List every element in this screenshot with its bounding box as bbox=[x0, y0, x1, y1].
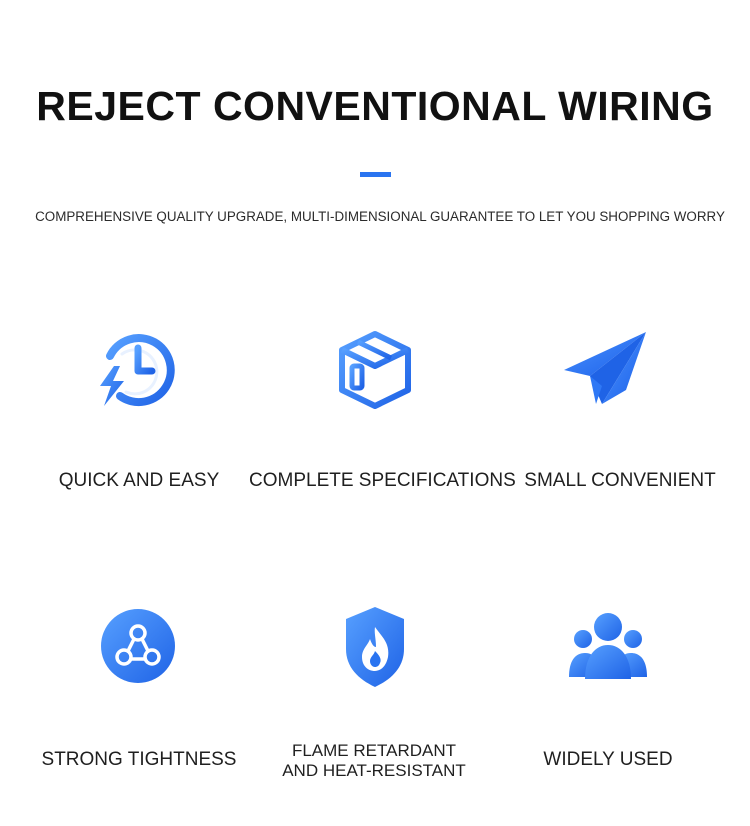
box-icon bbox=[330, 326, 420, 416]
flame-shield-icon bbox=[330, 603, 420, 693]
feature-label-strong-tightness: STRONG TIGHTNESS bbox=[41, 749, 237, 770]
clock-lightning-icon bbox=[94, 326, 184, 416]
paper-plane-icon bbox=[560, 326, 650, 416]
feature-label-small-convenient: SMALL CONVENIENT bbox=[524, 470, 716, 491]
feature-label-quick-and-easy: QUICK AND EASY bbox=[58, 470, 220, 491]
feature-label-flame-retardant-line2: AND HEAT-RESISTANT bbox=[282, 761, 466, 780]
title-accent-bar bbox=[360, 172, 391, 177]
users-group-icon bbox=[563, 603, 653, 693]
share-nodes-icon bbox=[93, 603, 183, 693]
page-title: REJECT CONVENTIONAL WIRING bbox=[36, 83, 714, 129]
feature-label-widely-used: WIDELY USED bbox=[543, 749, 673, 770]
feature-label-flame-retardant-line1: FLAME RETARDANT bbox=[291, 741, 457, 760]
feature-label-complete-specifications: COMPLETE SPECIFICATIONS bbox=[249, 470, 516, 491]
page-subtitle: COMPREHENSIVE QUALITY UPGRADE, MULTI-DIM… bbox=[35, 209, 725, 224]
